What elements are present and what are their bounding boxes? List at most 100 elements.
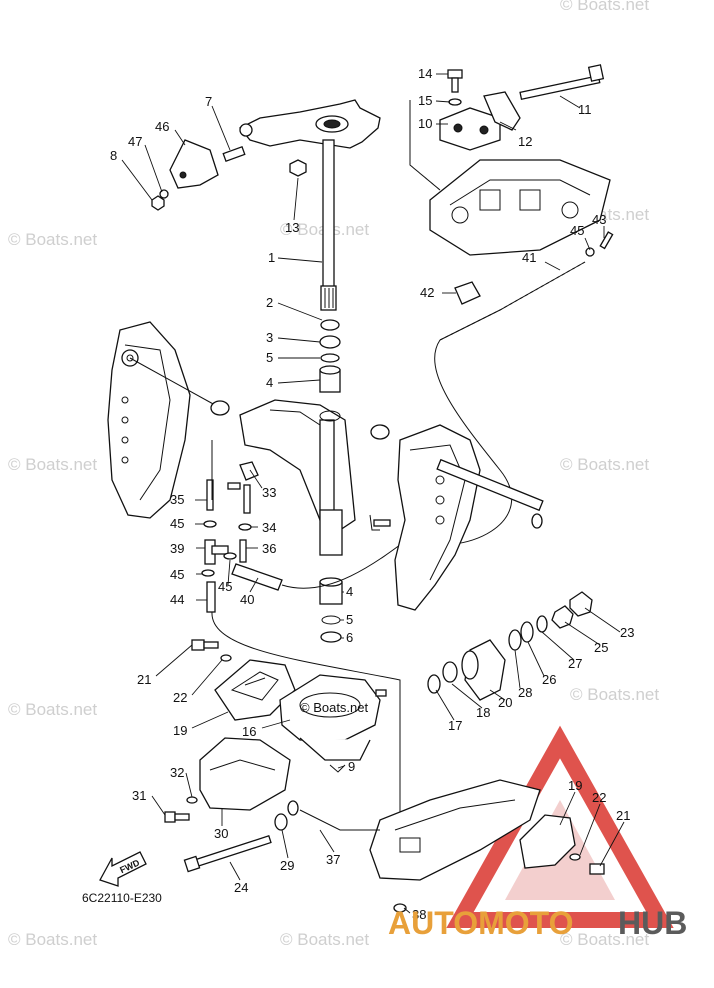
washer bbox=[238, 523, 252, 531]
callout-19: 19 bbox=[173, 723, 187, 738]
t-joint bbox=[204, 539, 229, 565]
callout-10: 10 bbox=[418, 116, 432, 131]
watermark-text: © Boats.net bbox=[560, 0, 649, 14]
washer bbox=[427, 674, 441, 694]
callout-45: 45 bbox=[570, 223, 584, 238]
callout-26: 26 bbox=[542, 672, 556, 687]
bolt bbox=[589, 863, 605, 875]
callout-47: 47 bbox=[128, 134, 142, 149]
callout-8: 8 bbox=[110, 148, 117, 163]
callout-20: 20 bbox=[498, 695, 512, 710]
small-plate bbox=[169, 139, 219, 189]
callout-43: 43 bbox=[592, 212, 606, 227]
pin bbox=[243, 484, 251, 514]
o-ring bbox=[320, 353, 340, 363]
callout-15: 15 bbox=[418, 93, 432, 108]
screw bbox=[599, 231, 614, 250]
o-ring bbox=[319, 410, 341, 422]
nut bbox=[151, 195, 165, 211]
screw bbox=[375, 689, 387, 697]
callout-1: 1 bbox=[268, 250, 275, 265]
washer bbox=[186, 796, 198, 804]
callout-19: 19 bbox=[568, 778, 582, 793]
bottom-cowling-plate bbox=[429, 159, 611, 256]
watermark-text: © Boats.net bbox=[560, 455, 649, 474]
inline-watermark: © Boats.net bbox=[300, 700, 369, 715]
mount-cover-right bbox=[519, 814, 576, 869]
washer bbox=[508, 629, 522, 651]
bolt bbox=[191, 639, 219, 651]
washer bbox=[201, 569, 215, 577]
callout-35: 35 bbox=[170, 492, 184, 507]
tilt-axis bbox=[129, 357, 216, 406]
bushing bbox=[319, 335, 341, 349]
callout-42: 42 bbox=[420, 285, 434, 300]
screw bbox=[239, 539, 247, 563]
leader-lines bbox=[121, 73, 625, 914]
watermark-text: © Boats.net bbox=[8, 700, 97, 719]
callout-39: 39 bbox=[170, 541, 184, 556]
grommet bbox=[393, 903, 407, 913]
steering-shaft bbox=[320, 139, 337, 311]
callout-5: 5 bbox=[266, 350, 273, 365]
callout-16: 16 bbox=[242, 724, 256, 739]
spring-bolt bbox=[222, 145, 246, 163]
o-ring bbox=[321, 615, 341, 625]
lower-cover bbox=[199, 737, 291, 811]
callout-21: 21 bbox=[616, 808, 630, 823]
hose bbox=[211, 611, 401, 820]
bushing bbox=[370, 424, 390, 440]
callout-7: 7 bbox=[205, 94, 212, 109]
washer bbox=[585, 247, 595, 257]
swivel-bracket bbox=[239, 399, 356, 531]
callout-3: 3 bbox=[266, 330, 273, 345]
screw bbox=[227, 482, 241, 490]
nut bbox=[289, 159, 307, 177]
bolt bbox=[164, 811, 190, 823]
callout-40: 40 bbox=[240, 592, 254, 607]
callout-24: 24 bbox=[234, 880, 248, 895]
watermark-text: © Boats.net bbox=[8, 230, 97, 249]
bolt-top bbox=[447, 69, 463, 93]
callout-4: 4 bbox=[266, 375, 273, 390]
watermark-text: © Boats.net bbox=[570, 685, 659, 704]
washer bbox=[320, 631, 342, 643]
screw bbox=[373, 519, 391, 527]
callout-23: 23 bbox=[620, 625, 634, 640]
callout-22: 22 bbox=[173, 690, 187, 705]
long-bolt-24 bbox=[183, 835, 272, 873]
washer bbox=[287, 800, 299, 816]
callout-45: 45 bbox=[170, 516, 184, 531]
washer bbox=[520, 621, 534, 643]
callout-33: 33 bbox=[262, 485, 276, 500]
callout-9: 9 bbox=[348, 759, 355, 774]
washer bbox=[536, 615, 548, 633]
nut bbox=[551, 605, 574, 629]
callout-38: 38 bbox=[412, 907, 426, 922]
callout-27: 27 bbox=[568, 656, 582, 671]
callout-22: 22 bbox=[592, 790, 606, 805]
callout-44: 44 bbox=[170, 592, 184, 607]
guide-line bbox=[409, 100, 441, 191]
washer bbox=[448, 98, 462, 106]
callout-25: 25 bbox=[594, 640, 608, 655]
clamp-bracket-left bbox=[107, 321, 191, 519]
callout-34: 34 bbox=[262, 520, 276, 535]
nut bbox=[569, 591, 593, 617]
callout-28: 28 bbox=[518, 685, 532, 700]
washer bbox=[220, 654, 232, 662]
callout-29: 29 bbox=[280, 858, 294, 873]
callout-32: 32 bbox=[170, 765, 184, 780]
washer bbox=[159, 189, 169, 199]
small-clip bbox=[369, 514, 380, 531]
pin bbox=[206, 479, 214, 511]
pin bbox=[206, 581, 216, 613]
callout-17: 17 bbox=[448, 718, 462, 733]
callout-14: 14 bbox=[418, 66, 432, 81]
brand-suffix: HUB bbox=[618, 905, 687, 941]
callout-21: 21 bbox=[137, 672, 151, 687]
fwd-arrow: FWD bbox=[99, 851, 147, 887]
clip-9 bbox=[329, 764, 346, 773]
damper bbox=[461, 639, 506, 701]
washer bbox=[320, 319, 340, 331]
